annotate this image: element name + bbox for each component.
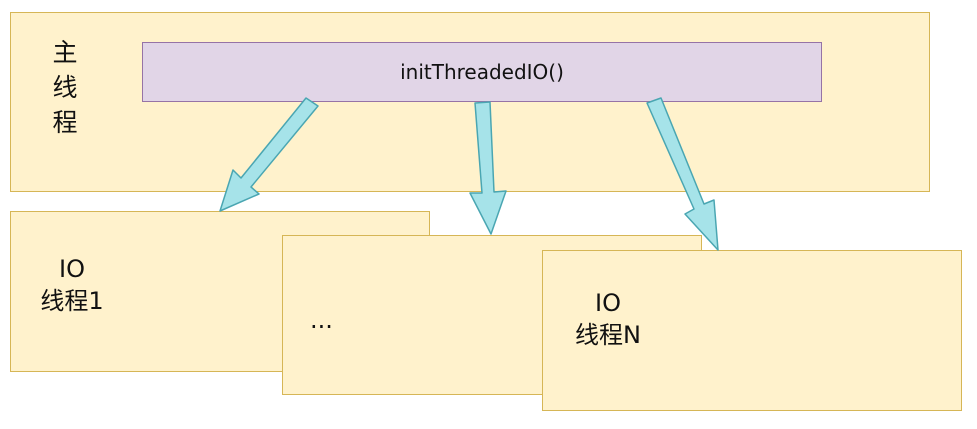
init-threaded-io-box: initThreadedIO() bbox=[142, 42, 822, 102]
main-thread-label: 主线程 bbox=[52, 38, 78, 137]
io-thread-n-label-line2: 线程N bbox=[575, 321, 641, 349]
io-thread-1-label-line1: IO bbox=[59, 255, 85, 283]
arrow-to-io-thread-middle bbox=[469, 101, 507, 235]
io-thread-n-label: IO 线程N bbox=[558, 287, 658, 351]
io-thread-n-box bbox=[542, 250, 962, 411]
arrow-to-io-thread-1 bbox=[219, 97, 319, 212]
io-thread-1-label: IO 线程1 bbox=[22, 253, 122, 317]
io-thread-n-label-line1: IO bbox=[595, 289, 621, 317]
io-thread-1-label-line2: 线程1 bbox=[40, 287, 104, 315]
init-threaded-io-label: initThreadedIO() bbox=[400, 60, 564, 84]
io-thread-middle-label: ... bbox=[310, 306, 333, 334]
arrow-to-io-thread-n bbox=[646, 97, 719, 251]
